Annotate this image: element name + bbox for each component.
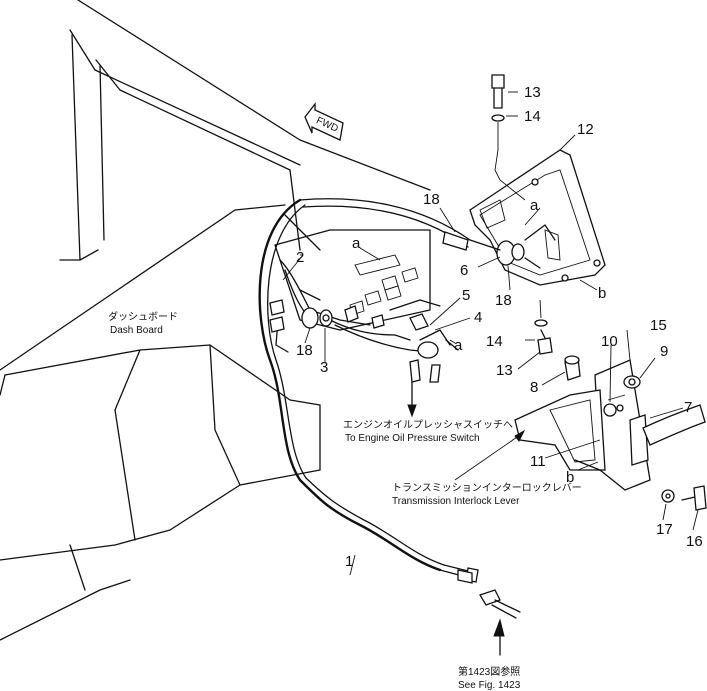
transmission-lever-label-jp: トランスミッションインターロックレバー bbox=[392, 482, 582, 494]
callout-a-lower: a bbox=[454, 337, 463, 354]
lower-connector bbox=[479, 589, 521, 656]
callout-1: 1 bbox=[345, 553, 353, 570]
bolt-13-top bbox=[491, 74, 526, 201]
bracket-12 bbox=[442, 149, 606, 286]
dash-board-body bbox=[0, 0, 431, 641]
leader-lines bbox=[282, 91, 699, 576]
callout-14-top: 14 bbox=[524, 108, 541, 125]
callout-a-dash: a bbox=[352, 235, 361, 252]
callout-8: 8 bbox=[530, 379, 538, 396]
callout-18-dash: 18 bbox=[296, 342, 313, 359]
callout-7: 7 bbox=[684, 399, 692, 416]
callout-2: 2 bbox=[296, 249, 304, 266]
callout-13-bottom: 13 bbox=[496, 362, 513, 379]
callout-18-upper: 18 bbox=[423, 191, 440, 208]
callout-12: 12 bbox=[577, 121, 594, 138]
captions: ダッシュボード Dash Board エンジンオイルプレッシャスイッチへ To … bbox=[108, 310, 582, 691]
callout-numbers: 13 14 12 18 a a 2 6 18 b 5 4 a 18 3 14 1… bbox=[296, 84, 703, 570]
callout-9: 9 bbox=[660, 343, 668, 360]
callout-18-bracket: 18 bbox=[495, 292, 512, 309]
engine-oil-label-en: To Engine Oil Pressure Switch bbox=[345, 433, 480, 444]
callout-b-lever: b bbox=[566, 469, 574, 486]
callout-14-bottom: 14 bbox=[486, 333, 503, 350]
callout-10: 10 bbox=[601, 333, 618, 350]
callout-6: 6 bbox=[460, 262, 468, 279]
dash-connectors bbox=[269, 214, 459, 383]
callout-3: 3 bbox=[320, 359, 328, 376]
see-fig-label-en: See Fig. 1423 bbox=[458, 680, 521, 691]
callout-15: 15 bbox=[650, 317, 667, 334]
callout-13-top: 13 bbox=[524, 84, 541, 101]
dash-board-label-en: Dash Board bbox=[110, 325, 163, 336]
callout-a-bracket: a bbox=[530, 197, 539, 214]
callout-b-bracket: b bbox=[598, 285, 606, 302]
bolt-16-washer-17 bbox=[661, 485, 707, 511]
callout-4: 4 bbox=[474, 309, 482, 326]
interlock-lever-assembly bbox=[514, 355, 706, 491]
callout-5: 5 bbox=[462, 287, 470, 304]
engine-oil-lead bbox=[407, 381, 417, 418]
see-fig-label-jp: 第1423図参照 bbox=[458, 665, 520, 678]
wiring-harness-1 bbox=[258, 198, 479, 584]
callout-17: 17 bbox=[656, 521, 673, 538]
bolt-13-bottom bbox=[534, 299, 553, 355]
transmission-lever-label-en: Transmission Interlock Lever bbox=[392, 496, 520, 507]
dash-panel bbox=[274, 229, 431, 331]
engine-oil-label-jp: エンジンオイルプレッシャスイッチへ bbox=[343, 419, 513, 431]
dash-board-label-jp: ダッシュボード bbox=[108, 310, 178, 323]
fwd-arrow: FWD bbox=[304, 102, 344, 141]
callout-16: 16 bbox=[686, 533, 703, 550]
callout-11: 11 bbox=[530, 453, 546, 470]
